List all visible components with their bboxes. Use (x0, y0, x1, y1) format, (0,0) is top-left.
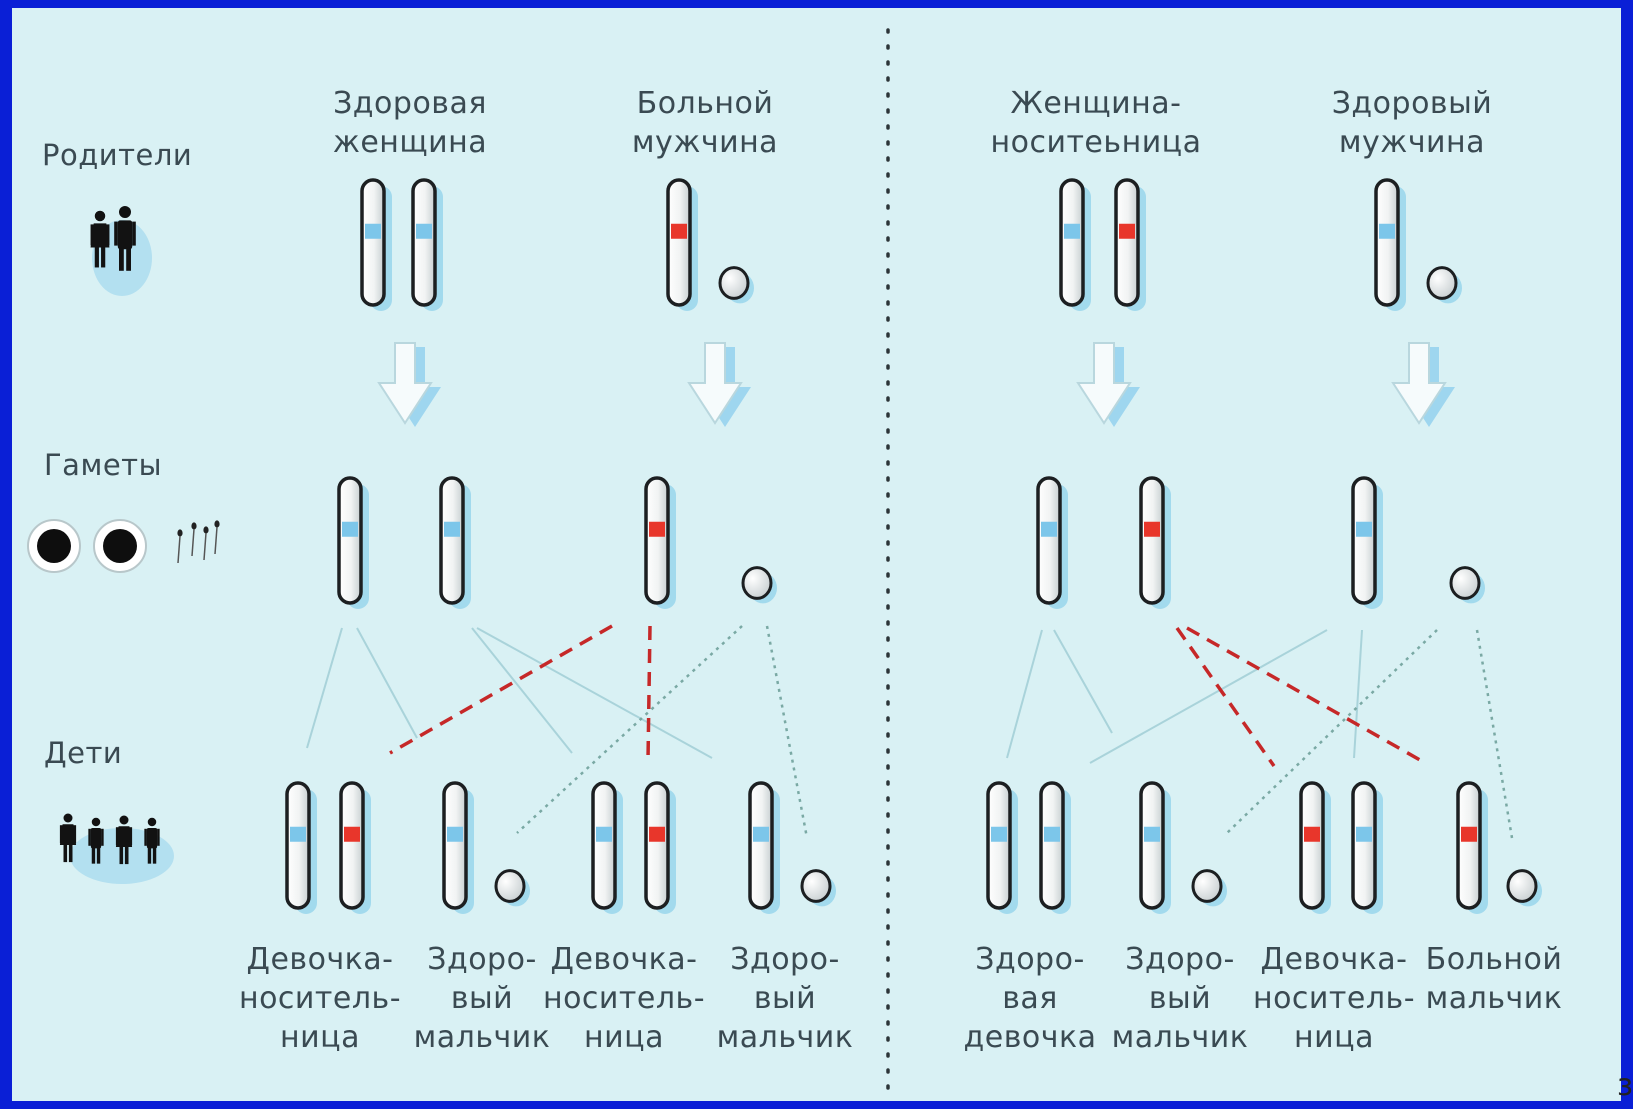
left-father-label: Больной мужчина (631, 86, 779, 160)
connection-lines (306, 28, 1514, 1101)
family-silhouette-icon (59, 813, 174, 884)
left-father-x-chromosome (666, 178, 698, 311)
inheritance-diagram (27, 28, 1542, 1101)
right-mother-chromosome-2 (1114, 178, 1146, 311)
left-mother-chromosome-2 (411, 178, 443, 311)
right-gamete-1 (1036, 476, 1068, 609)
left-child-4-y (800, 869, 836, 907)
right-child-3-x2 (1351, 781, 1383, 914)
right-father-x-chromosome (1374, 178, 1406, 311)
left-child-1-label: Девочка- носитель- ница (238, 942, 402, 1055)
diagram-panel: Родители Гаметы Дети Здоровая женщина Бо… (12, 8, 1621, 1101)
right-child-1-x2 (1039, 781, 1071, 914)
left-mother-label: Здоровая женщина (332, 86, 488, 160)
left-gamete-1 (337, 476, 369, 609)
left-child-3-x1 (591, 781, 623, 914)
left-gamete-2 (439, 476, 471, 609)
couple-silhouette-icon (90, 206, 152, 296)
left-father-y-chromosome (718, 266, 754, 304)
right-child-2-label: Здоро- вый мальчик (1111, 942, 1249, 1055)
chromosomes (27, 178, 1542, 914)
right-gamete-3 (1351, 476, 1383, 609)
right-child-1-label: Здоро- вая девочка (963, 942, 1097, 1055)
row-label-parents: Родители (42, 138, 193, 172)
left-child-1-x1 (285, 781, 317, 914)
right-child-3-x1 (1299, 781, 1331, 914)
right-gamete-2 (1139, 476, 1171, 609)
left-mother-chromosome-1 (360, 178, 392, 311)
left-child-1-x2 (339, 781, 371, 914)
left-gamete-y (741, 566, 777, 604)
right-gamete-y (1449, 566, 1485, 604)
right-child-2-y (1191, 869, 1227, 907)
left-child-2-y (494, 869, 530, 907)
right-child-4-label: Больной мальчик (1425, 942, 1563, 1016)
left-child-3-x2 (644, 781, 676, 914)
arrow-left-mother (377, 342, 441, 427)
row-label-children: Дети (44, 736, 123, 770)
left-child-3-label: Девочка- носитель- ница (542, 942, 706, 1055)
left-child-4-x (748, 781, 780, 914)
corner-character: з (1617, 1068, 1633, 1103)
left-child-2-x (442, 781, 474, 914)
arrow-left-father (687, 342, 751, 427)
left-gamete-3 (644, 476, 676, 609)
arrow-right-mother (1076, 342, 1140, 427)
right-mother-label: Женщина- носитеьница (990, 86, 1202, 160)
right-child-4-y (1506, 869, 1542, 907)
egg-and-sperm-icon (27, 519, 220, 573)
right-child-3-label: Девочка- носитель- ница (1252, 942, 1416, 1055)
right-mother-chromosome-1 (1059, 178, 1091, 311)
right-father-label: Здоровый мужчина (1331, 86, 1493, 160)
right-child-4-x (1456, 781, 1488, 914)
left-child-2-label: Здоро- вый мальчик (413, 942, 551, 1055)
right-father-y-chromosome (1426, 266, 1462, 304)
right-child-1-x1 (986, 781, 1018, 914)
row-label-gametes: Гаметы (44, 448, 162, 482)
arrow-right-father (1391, 342, 1455, 427)
left-child-4-label: Здоро- вый мальчик (716, 942, 854, 1055)
right-child-2-x (1139, 781, 1171, 914)
